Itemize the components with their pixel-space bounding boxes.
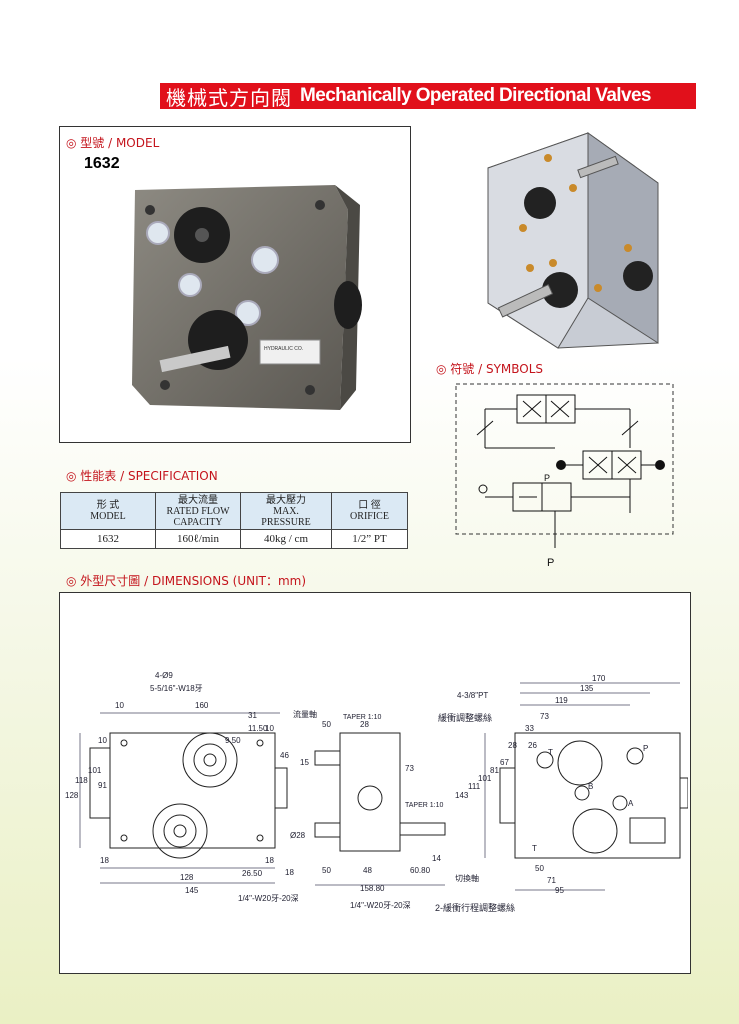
dimension-label: 48 xyxy=(363,866,372,875)
dimension-label: 10 xyxy=(98,736,107,745)
dimension-label: Ø28 xyxy=(290,831,306,840)
dimension-label: T xyxy=(548,748,553,757)
dimension-label: 50 xyxy=(535,864,544,873)
dimension-label: TAPER 1:10 xyxy=(405,802,443,809)
model-section-label: ◎ 型號 / MODEL xyxy=(66,136,160,150)
dimension-label: 128 xyxy=(65,791,79,800)
cell-pressure: 40kg / cm xyxy=(240,529,332,549)
dimension-label: 26 xyxy=(528,741,537,750)
dimension-label: 2-緩衝行程調整螺絲 xyxy=(435,902,515,913)
dimension-label: 95 xyxy=(555,886,564,895)
dimension-label: 118 xyxy=(75,776,88,785)
col-orifice-cn: 口 徑 xyxy=(358,500,381,511)
col-model-cn: 形 式 xyxy=(96,500,120,511)
dimension-label: 158.80 xyxy=(360,884,385,893)
dimension-label: 4-3/8"PT xyxy=(457,691,488,700)
dimension-label: 1/4"-W20牙-20深 xyxy=(238,894,299,903)
symbols-section-label: ◎ 符號 / SYMBOLS xyxy=(436,362,544,376)
dimension-label: 1/4"-W20牙-20深 xyxy=(350,901,411,910)
dimension-label: 81 xyxy=(490,766,499,775)
dimension-drawing: 4-Ø9 5-5/16"-W18牙 10 160 31 11.50 10 10 … xyxy=(65,671,688,913)
dimension-label: 10 xyxy=(115,701,124,710)
dimension-label: 28 xyxy=(360,720,369,729)
dimension-label: 135 xyxy=(580,684,594,693)
valve-photo: HYDRAULIC CO. xyxy=(132,185,362,410)
dimension-label: 26.50 xyxy=(242,869,263,878)
dimension-label: 101 xyxy=(88,766,102,775)
dimension-label: 28 xyxy=(508,741,517,750)
nameplate-text: HYDRAULIC CO. xyxy=(264,346,303,352)
dimension-label: 111 xyxy=(468,782,481,791)
valve-3d-drawing xyxy=(487,132,659,349)
dimension-label: 101 xyxy=(478,774,492,783)
dimension-label: 46 xyxy=(280,751,289,760)
col-pressure-cn: 最大壓力 xyxy=(266,494,306,506)
title-en: Mechanically Operated Directional Valves xyxy=(300,85,651,106)
symbol-port-p: P xyxy=(544,473,550,483)
dim-section-label: ◎ 外型尺寸圖 / DIMENSIONS (UNIT：mm) xyxy=(66,574,307,588)
dimension-label: 119 xyxy=(555,696,568,705)
cell-orifice: 1/2” PT xyxy=(331,529,408,549)
dimension-label: 33 xyxy=(525,724,534,733)
dimension-label: 5-5/16"-W18牙 xyxy=(150,684,203,693)
dimension-label: A xyxy=(628,799,634,808)
dimension-label: 切換軸 xyxy=(455,873,479,883)
dimension-label: 50 xyxy=(322,866,331,875)
dimension-label: 143 xyxy=(455,791,469,800)
dimension-panel xyxy=(59,592,691,974)
dimension-label: 流量軸 xyxy=(293,709,317,719)
dimension-label: 60.80 xyxy=(410,866,431,875)
dimension-label: 18 xyxy=(265,856,274,865)
dimension-label: TAPER 1:10 xyxy=(343,714,381,721)
dimension-label: B xyxy=(588,782,593,791)
dimension-label: 67 xyxy=(500,758,509,767)
hydraulic-symbol: P P xyxy=(455,383,674,569)
dimension-label: 31 xyxy=(248,711,257,720)
dimension-label: 170 xyxy=(592,674,606,683)
dimension-label: 4-Ø9 xyxy=(155,671,173,680)
dimension-label: 71 xyxy=(547,876,556,885)
dimension-label: P xyxy=(643,744,648,753)
dimension-label: 18 xyxy=(100,856,109,865)
title-banner: 機械式方向閥 Mechanically Operated Directional… xyxy=(160,83,696,110)
dimension-label: 73 xyxy=(405,764,414,773)
symbol-port-p-bottom: P xyxy=(547,557,554,569)
col-flow-cn: 最大流量 xyxy=(178,494,218,506)
dimension-label: 18 xyxy=(285,868,294,877)
cell-flow: 160ℓ/min xyxy=(155,529,241,549)
dimension-label: 15 xyxy=(300,758,309,767)
spec-section-label: ◎ 性能表 / SPECIFICATION xyxy=(66,469,218,483)
spec-value-row: 1632 160ℓ/min 40kg / cm 1/2” PT xyxy=(60,529,408,549)
dimension-label: 緩衝調整螺絲 xyxy=(438,712,492,723)
col-orifice-en: ORIFICE xyxy=(350,511,389,522)
model-number: 1632 xyxy=(84,155,120,172)
dimension-label: 160 xyxy=(195,701,209,710)
dimension-label: 145 xyxy=(185,886,199,895)
col-pressure-en1: MAX. xyxy=(273,505,299,517)
dimension-label: 11.50 xyxy=(248,724,268,733)
dimension-label: 9.50 xyxy=(225,736,241,745)
dimension-label: 128 xyxy=(180,873,194,882)
dimension-label: 14 xyxy=(432,854,441,863)
col-flow-en2: CAPACITY xyxy=(173,516,223,528)
dimension-label: 10 xyxy=(265,724,274,733)
col-pressure-en2: PRESSURE xyxy=(261,516,311,528)
col-flow-en1: RATED FLOW xyxy=(166,505,230,517)
dimension-label: 73 xyxy=(540,712,549,721)
cell-model: 1632 xyxy=(60,529,156,549)
dimension-label: T xyxy=(532,844,537,853)
dimension-label: 91 xyxy=(98,781,107,790)
col-model-en: MODEL xyxy=(90,511,126,522)
dimension-label: 50 xyxy=(322,720,331,729)
title-cn: 機械式方向閥 xyxy=(166,85,292,110)
